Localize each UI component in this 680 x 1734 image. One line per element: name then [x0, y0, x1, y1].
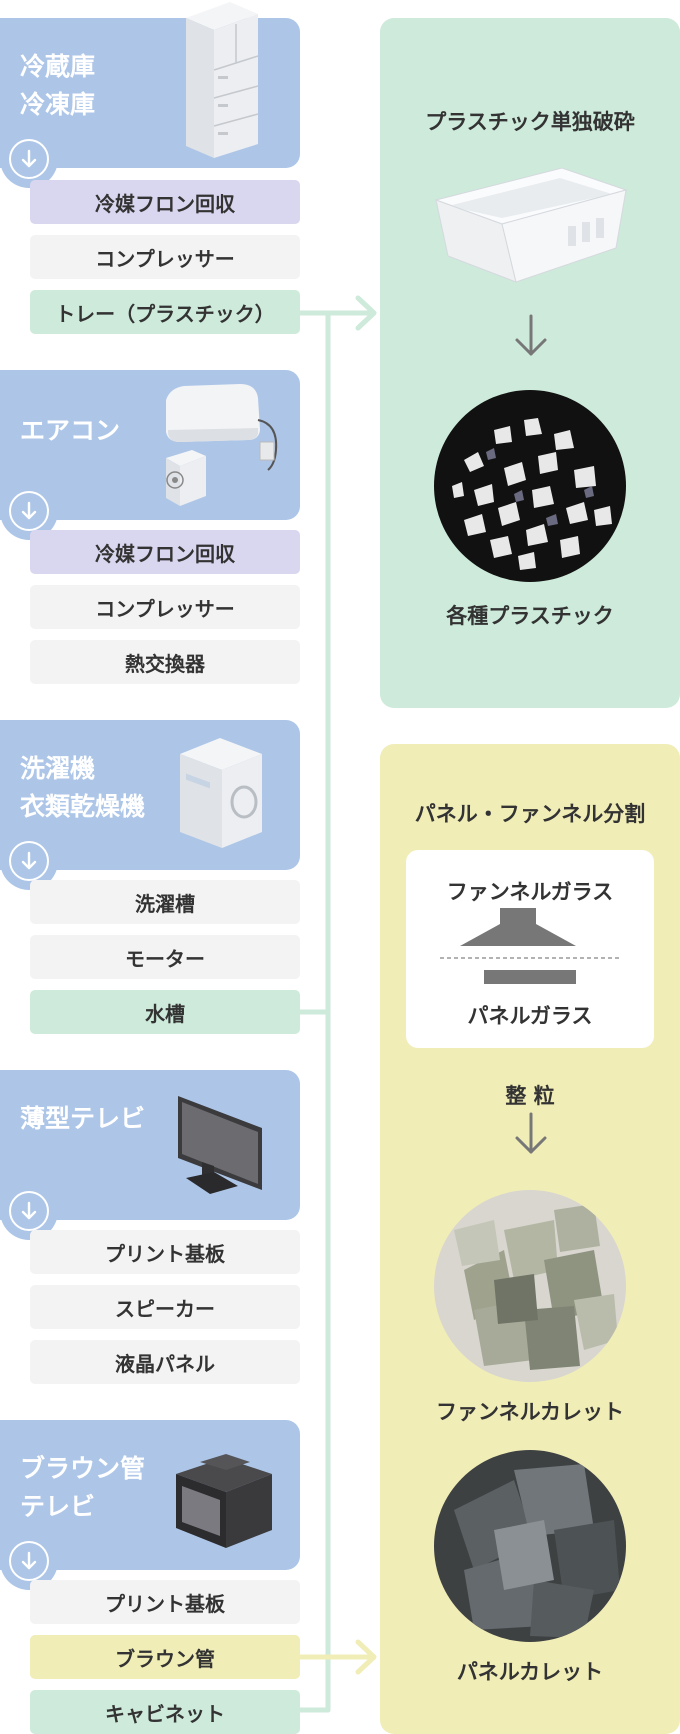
air-conditioner-icon — [160, 380, 300, 510]
part-circuit-board: プリント基板 — [30, 1580, 300, 1624]
funnel-shape — [460, 908, 576, 946]
panel-cullet-image — [434, 1450, 626, 1642]
part-heat-exchanger: 熱交換器 — [30, 640, 300, 684]
part-circuit-board: プリント基板 — [30, 1230, 300, 1274]
appliance-title: 薄型テレビ — [20, 1100, 145, 1138]
down-arrow-icon — [512, 312, 550, 360]
part-washing-tub: 洗濯槽 — [30, 880, 300, 924]
part-motor: モーター — [30, 935, 300, 979]
panel-shape — [484, 970, 576, 984]
appliance-title: 冷蔵庫 冷凍庫 — [20, 48, 95, 124]
glass-split-diagram — [436, 906, 624, 986]
plastic-panel-heading: プラスチック単独破砕 — [380, 106, 680, 136]
funnel-cullet-label: ファンネルカレット — [380, 1396, 680, 1426]
part-cabinet: キャビネット — [30, 1690, 300, 1734]
refrigerator-icon — [178, 0, 262, 160]
appliance-title: 洗濯機 衣類乾燥機 — [20, 750, 145, 826]
part-compressor: コンプレッサー — [30, 235, 300, 279]
crt-tv-icon — [166, 1452, 276, 1552]
washing-machine-icon — [176, 732, 266, 852]
funnel-cullet-image — [434, 1190, 626, 1382]
part-crt-tube: ブラウン管 — [30, 1635, 300, 1679]
part-plastic-tray: トレー（プラスチック） — [30, 290, 300, 334]
funnel-glass-label: ファンネルガラス — [406, 876, 654, 906]
appliance-title: エアコン — [20, 412, 120, 450]
part-compressor: コンプレッサー — [30, 585, 300, 629]
plastic-tray-image — [430, 160, 630, 290]
grading-label: 整 粒 — [380, 1080, 680, 1110]
glass-panel-heading: パネル・ファンネル分割 — [380, 798, 680, 828]
plastic-fragments-image — [434, 390, 626, 582]
part-refrigerant-recovery: 冷媒フロン回収 — [30, 180, 300, 224]
down-arrow-icon — [512, 1110, 550, 1158]
panel-glass-label: パネルガラス — [406, 1000, 654, 1030]
part-speaker: スピーカー — [30, 1285, 300, 1329]
panel-cullet-label: パネルカレット — [380, 1656, 680, 1686]
plastic-panel-result: 各種プラスチック — [380, 600, 680, 630]
part-lcd-panel: 液晶パネル — [30, 1340, 300, 1384]
part-refrigerant-recovery: 冷媒フロン回収 — [30, 530, 300, 574]
part-water-tank: 水槽 — [30, 990, 300, 1034]
flat-tv-icon — [176, 1092, 266, 1202]
appliance-title: ブラウン管 テレビ — [20, 1450, 145, 1526]
